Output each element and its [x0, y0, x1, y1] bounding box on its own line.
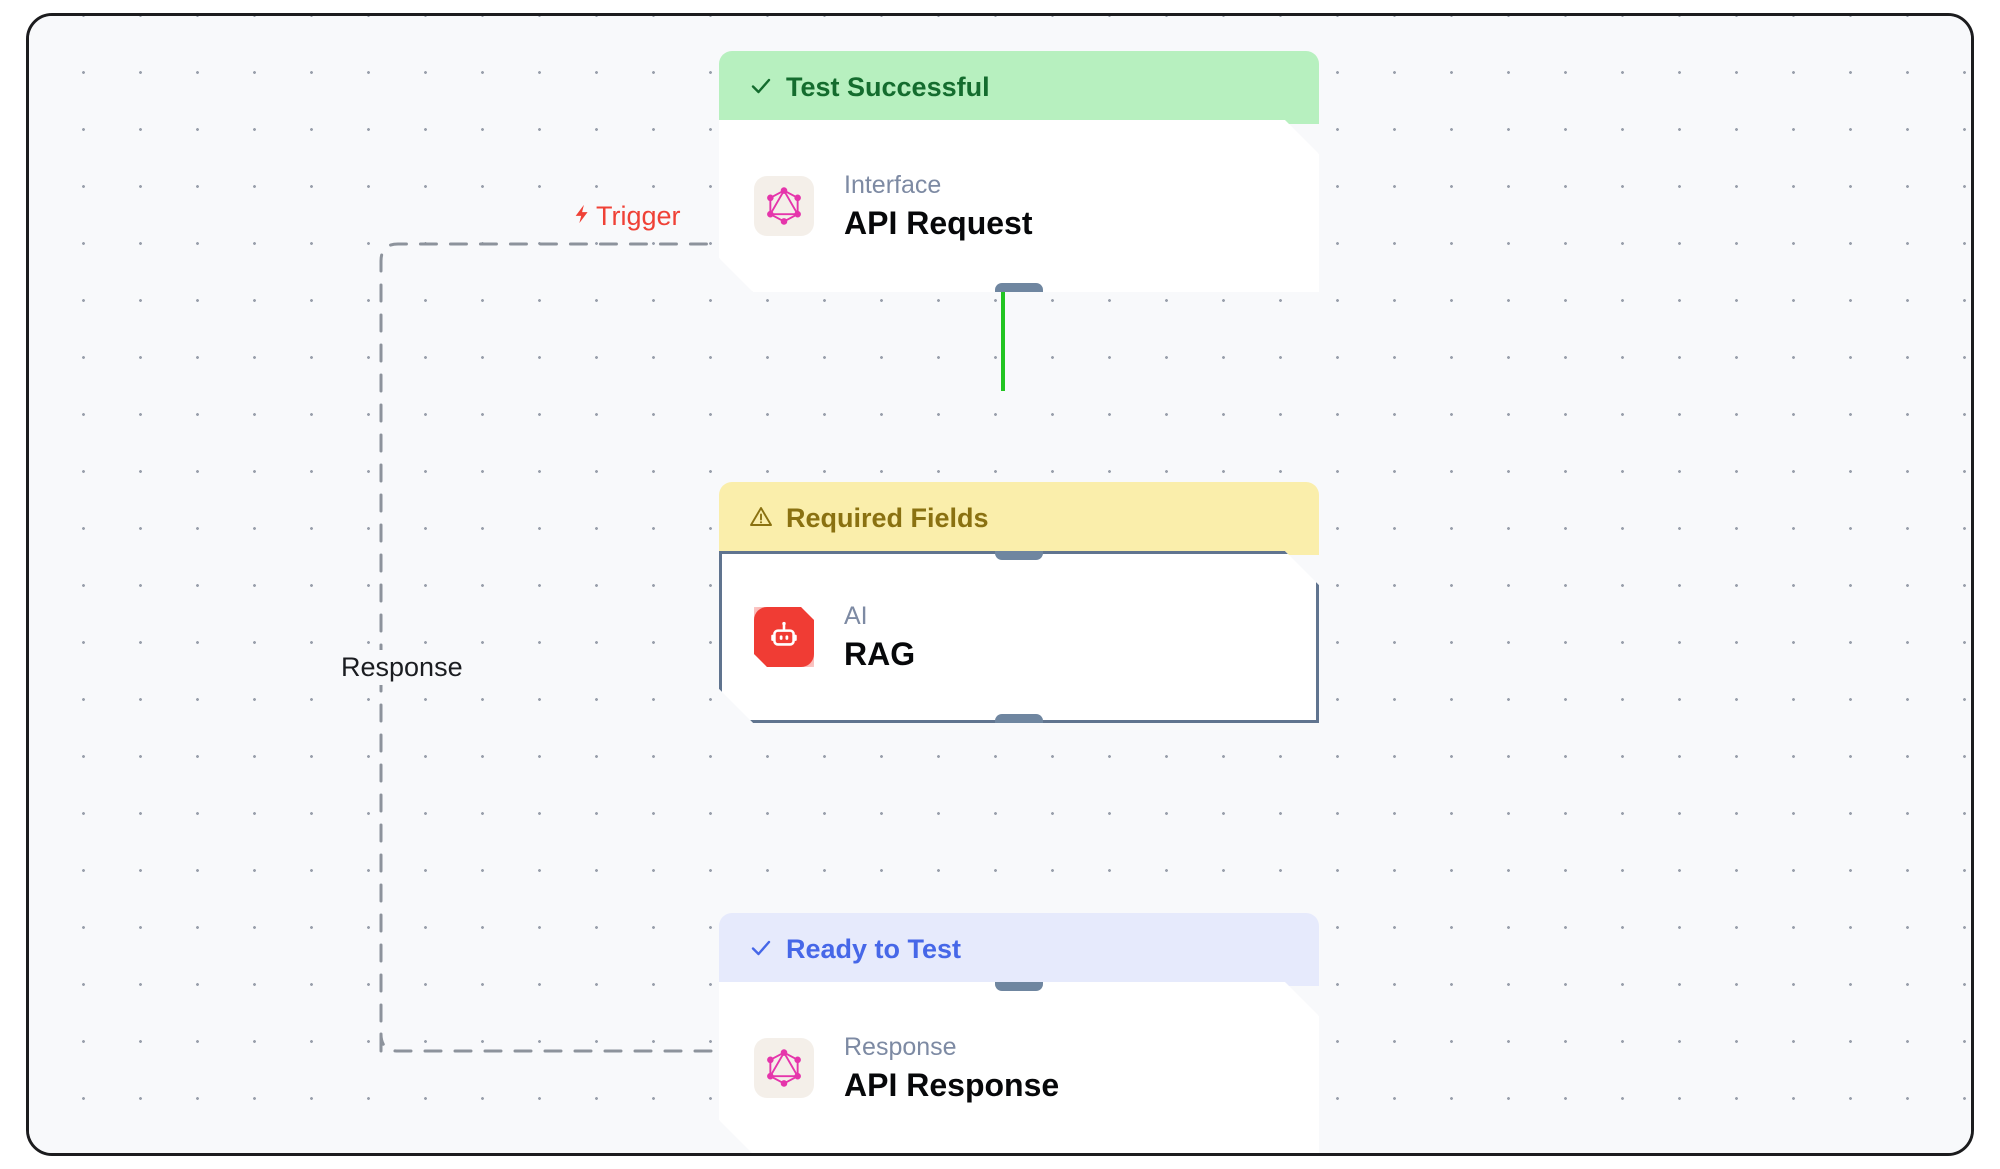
node-body[interactable]: Response API Response — [719, 982, 1319, 1154]
node-body[interactable]: AI RAG — [719, 551, 1319, 723]
node-status-label: Required Fields — [786, 503, 989, 533]
robot-icon — [754, 607, 814, 667]
trigger-edge-label-text: Trigger — [596, 201, 681, 231]
check-icon — [749, 74, 773, 102]
node-text-group: AI RAG — [844, 601, 915, 673]
node-kind-label: AI — [844, 601, 868, 630]
node-status-banner: Ready to Test — [719, 913, 1319, 986]
response-edge-label-text: Response — [341, 652, 463, 682]
node-status-label: Ready to Test — [786, 934, 962, 964]
node-text-group: Interface API Request — [844, 170, 1032, 242]
trigger-edge-label[interactable]: Trigger — [566, 199, 687, 234]
node-title-label: RAG — [844, 635, 916, 672]
node-kind-label: Interface — [844, 170, 942, 199]
graphql-icon — [754, 176, 814, 236]
response-edge-label[interactable]: Response — [335, 650, 469, 685]
node-status-banner: Test Successful — [719, 51, 1319, 124]
node-title-label: API Response — [844, 1066, 1060, 1103]
warning-triangle-icon — [749, 505, 773, 533]
api-response-node[interactable]: Ready to Test Response — [719, 913, 1319, 1154]
rag-node[interactable]: Required Fields AI RAG — [719, 482, 1319, 723]
node-kind-label: Response — [844, 1032, 957, 1061]
node-body[interactable]: Interface API Request — [719, 120, 1319, 292]
node-text-group: Response API Response — [844, 1032, 1059, 1104]
api-request-node[interactable]: Test Successful Interfac — [719, 51, 1319, 292]
graphql-icon — [754, 1038, 814, 1098]
workflow-canvas-frame: Trigger Response Test Successful — [26, 13, 1974, 1156]
node-title-label: API Request — [844, 204, 1033, 241]
check-icon — [749, 936, 773, 964]
node-status-label: Test Successful — [786, 72, 990, 102]
node-status-banner: Required Fields — [719, 482, 1319, 555]
lightning-bolt-icon — [572, 201, 594, 232]
